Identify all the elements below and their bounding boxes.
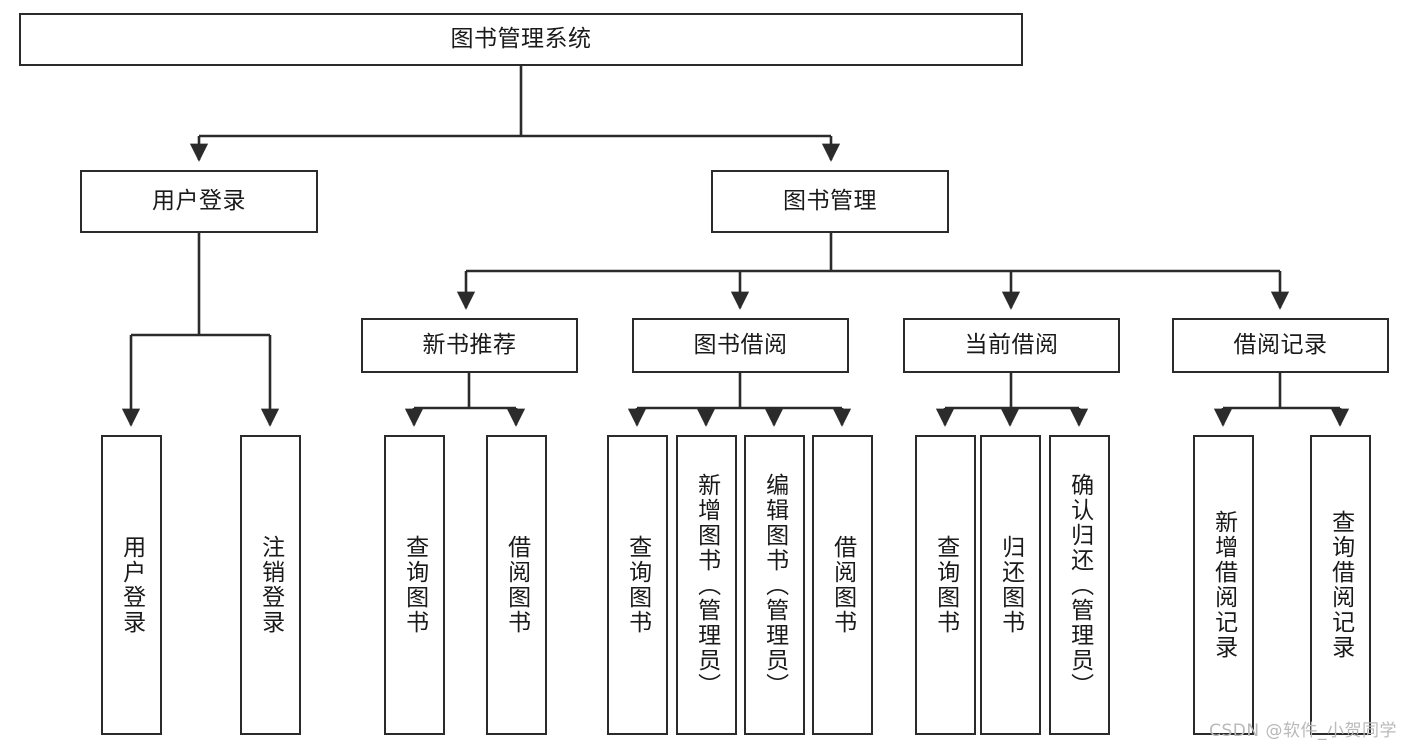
node-label: 用户登录 [152, 188, 246, 214]
node-label: 查询借阅记录 [1327, 510, 1354, 660]
node-label: 编辑图书（管理员） [761, 472, 788, 698]
leaf-user-login[interactable]: 用户登录 [101, 435, 162, 735]
node-label: 新增图书（管理员） [693, 472, 720, 698]
node-label: 查询图书 [401, 535, 428, 635]
node-book-borrow[interactable]: 图书借阅 [632, 318, 849, 373]
node-label: 确认归还（管理员） [1066, 472, 1093, 698]
leaf-add-book[interactable]: 新增图书（管理员） [676, 435, 737, 735]
leaf-edit-book[interactable]: 编辑图书（管理员） [744, 435, 805, 735]
node-borrow-record[interactable]: 借阅记录 [1172, 318, 1389, 373]
leaf-query-book-recommend[interactable]: 查询图书 [384, 435, 445, 735]
node-label: 图书管理 [783, 188, 877, 214]
node-label: 图书管理系统 [450, 26, 592, 52]
leaf-query-book-current[interactable]: 查询图书 [915, 435, 976, 735]
leaf-return-book[interactable]: 归还图书 [980, 435, 1041, 735]
node-label: 借阅图书 [829, 535, 856, 635]
leaf-logout[interactable]: 注销登录 [240, 435, 301, 735]
leaf-borrow-book-recommend[interactable]: 借阅图书 [486, 435, 547, 735]
node-current-borrow[interactable]: 当前借阅 [903, 318, 1120, 373]
node-root-system[interactable]: 图书管理系统 [19, 13, 1023, 66]
leaf-confirm-return[interactable]: 确认归还（管理员） [1049, 435, 1110, 735]
leaf-query-book-borrow[interactable]: 查询图书 [607, 435, 668, 735]
node-new-book-recommend[interactable]: 新书推荐 [361, 318, 578, 373]
node-label: 归还图书 [997, 535, 1024, 635]
node-user-login[interactable]: 用户登录 [80, 170, 318, 233]
leaf-add-borrow-record[interactable]: 新增借阅记录 [1193, 435, 1254, 735]
leaf-query-borrow-record[interactable]: 查询借阅记录 [1310, 435, 1371, 735]
node-label: 注销登录 [257, 535, 284, 635]
node-book-management[interactable]: 图书管理 [711, 170, 949, 233]
node-label: 借阅图书 [503, 535, 530, 635]
node-label: 查询图书 [624, 535, 651, 635]
node-label: 当前借阅 [964, 332, 1059, 358]
node-label: 借阅记录 [1233, 332, 1328, 358]
node-label: 用户登录 [118, 535, 145, 635]
node-label: 新增借阅记录 [1210, 510, 1237, 660]
node-label: 新书推荐 [422, 332, 517, 358]
watermark-text: CSDN @软件_小贺同学 [1209, 721, 1397, 741]
node-label: 查询图书 [932, 535, 959, 635]
leaf-borrow-book[interactable]: 借阅图书 [812, 435, 873, 735]
node-label: 图书借阅 [693, 332, 788, 358]
